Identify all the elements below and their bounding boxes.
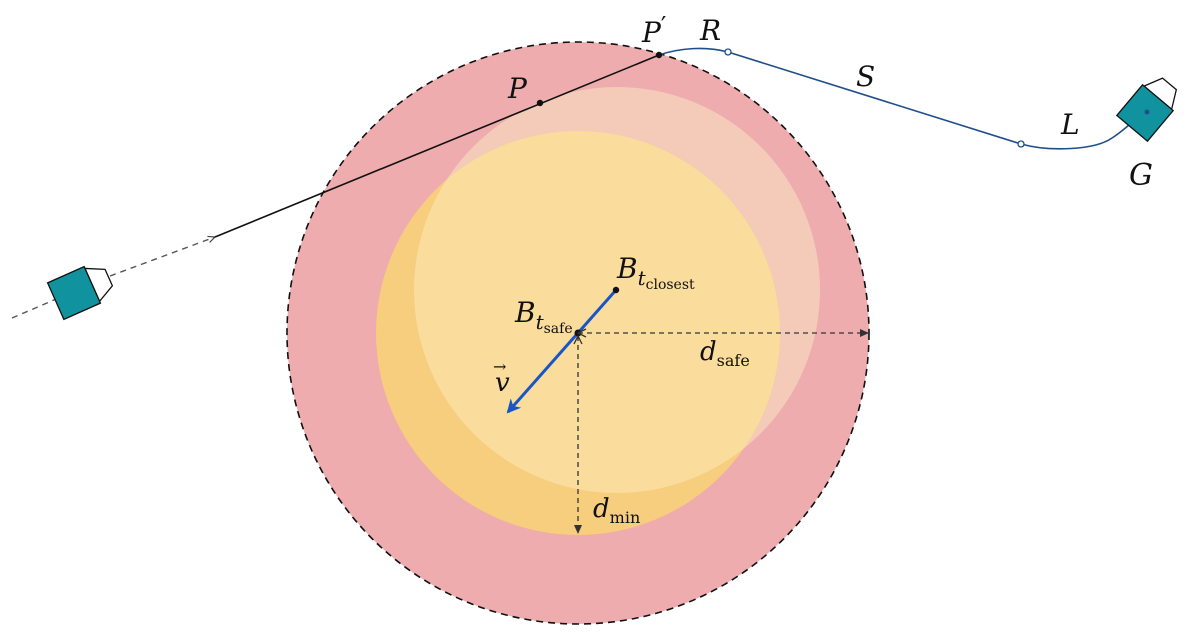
- d-safe-arrow-tail: [576, 328, 587, 338]
- label-d-safe: dsafe: [700, 337, 750, 370]
- start-boat-icon: [46, 265, 114, 321]
- label-b-closest: Btclosest: [616, 252, 695, 293]
- point-p-prime: [655, 51, 663, 59]
- path-node: [1017, 140, 1025, 148]
- label-g: G: [1129, 158, 1153, 193]
- velocity-vector: [506, 289, 618, 414]
- d-min-arrow-tail: [573, 334, 583, 345]
- label-s: S: [856, 60, 875, 93]
- point-p: [536, 99, 544, 107]
- label-p-prime: P′: [641, 12, 666, 49]
- label-b-safe: Btsafe: [514, 296, 573, 337]
- label-l: L: [1060, 108, 1080, 141]
- label-v: v: [495, 368, 510, 398]
- approach-path-dashed: [109, 237, 215, 277]
- goal-boat-icon: [1115, 77, 1178, 143]
- label-r: R: [699, 14, 721, 47]
- goal-point: [1144, 109, 1150, 115]
- label-p: P: [507, 72, 528, 105]
- label-v-arrow: →: [493, 357, 506, 376]
- path-node: [724, 48, 732, 56]
- point-b-closest: [612, 286, 620, 294]
- label-d-min: dmin: [593, 494, 640, 527]
- trajectory-line: [214, 54, 660, 238]
- replanned-path: [658, 47, 1148, 150]
